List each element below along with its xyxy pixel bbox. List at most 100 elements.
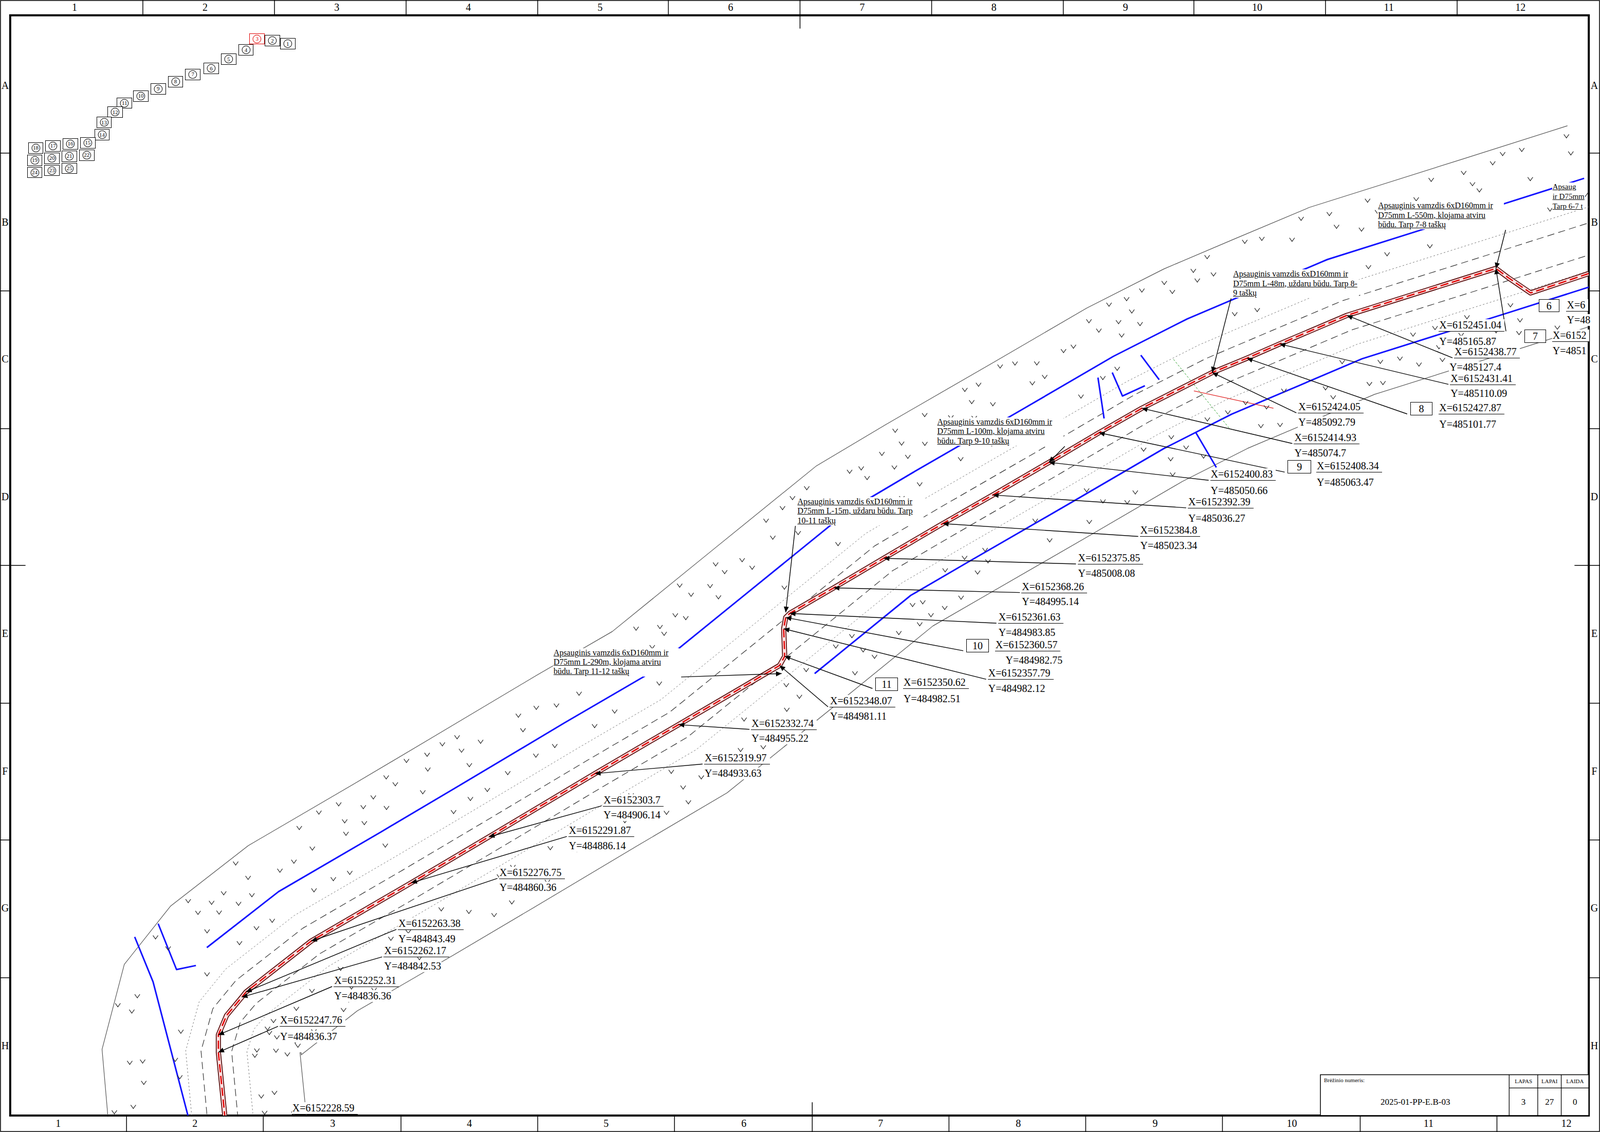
- grid-column-number: 7: [859, 1, 866, 14]
- grid-row-letter: E: [1590, 627, 1598, 640]
- leader-line: [789, 613, 997, 623]
- callout-number: 5: [227, 56, 231, 63]
- route-plan: [102, 125, 1590, 1116]
- grid-column-number: 10: [1251, 1, 1263, 14]
- key-map-box: 3: [249, 33, 265, 45]
- coordinate-label: X=6152360.57: [995, 638, 1061, 652]
- grid-tick: [1574, 564, 1600, 566]
- grid-row-letter: G: [1, 902, 10, 914]
- callout-number: 9: [1296, 461, 1302, 472]
- point-number-box: 7: [1524, 329, 1547, 343]
- key-map-box: 4: [238, 44, 254, 56]
- drawing-number: 2025-01-PP-E.B-03: [1380, 1096, 1451, 1108]
- coordinate-label: Y=484906.14: [602, 808, 661, 821]
- grid-tick: [1193, 0, 1195, 16]
- key-circle: [268, 37, 277, 45]
- callout-number: 20: [49, 155, 55, 161]
- callout-number: 10: [972, 640, 983, 651]
- leader-line: [311, 878, 498, 942]
- coordinate-label: X=6152228.59: [291, 1101, 358, 1115]
- title-caption: Brėžinio numeris:: [1323, 1076, 1366, 1084]
- grid-column-number: 3: [333, 1, 340, 14]
- table-cell: 3: [1520, 1096, 1527, 1108]
- grid-column-number: 1: [71, 1, 78, 14]
- coordinate-label: X=6152252.31: [333, 974, 400, 987]
- grid-column-number: 9: [1151, 1117, 1158, 1130]
- coordinate-label: X=6152350.62: [903, 676, 969, 689]
- leader-line: [681, 673, 782, 677]
- leader-line: [1246, 358, 1408, 414]
- coordinate-label: X=6152247.76: [279, 1014, 346, 1027]
- key-circle: [100, 118, 109, 127]
- coordinate-label: X=6152262.17: [383, 944, 450, 958]
- grid-tick: [1456, 0, 1458, 16]
- key-circle: [171, 77, 180, 86]
- grid-tick: [1588, 428, 1600, 430]
- key-circle: [48, 141, 58, 150]
- leader-line: [784, 656, 873, 689]
- key-circle: [65, 164, 74, 173]
- point-number-box: 9: [1287, 460, 1312, 474]
- grid-tick: [948, 1115, 950, 1132]
- grid-row-letter: E: [1, 627, 9, 640]
- grid-tick: [1588, 839, 1600, 841]
- key-circle: [283, 40, 292, 48]
- key-circle: [252, 34, 262, 43]
- grass-symbols: [111, 134, 1589, 1116]
- leader-line: [1049, 462, 1209, 481]
- key-map-box: 7: [185, 68, 201, 81]
- callout-number: 14: [99, 132, 105, 138]
- pipe-note: Apsauginis vamzdis 6xD160mm ir D75mm L-1…: [797, 497, 924, 526]
- key-map-box: 1: [280, 38, 296, 50]
- grid-column-number: 12: [1560, 1117, 1572, 1130]
- grid-column-number: 2: [201, 1, 209, 14]
- drawing-border: [10, 15, 1589, 1116]
- grid-tick: [1359, 1115, 1362, 1132]
- coordinate-label: Y=485050.66: [1210, 484, 1269, 497]
- leader-line: [785, 617, 964, 651]
- table-rule: [1509, 1087, 1589, 1089]
- leader-line: [833, 587, 1020, 593]
- grid-column-number: 11: [1423, 1117, 1434, 1130]
- table-rule: [1560, 1074, 1562, 1116]
- coordinate-label: Y=484836.37: [279, 1030, 338, 1043]
- grid-row-letter: C: [1, 353, 9, 365]
- leader-line: [1212, 298, 1232, 373]
- callout-number: 11: [881, 678, 892, 690]
- coordinate-label: Y=4851: [1552, 344, 1588, 357]
- road-axis: [200, 219, 1589, 1116]
- coordinate-label: X=6152263.38: [397, 917, 464, 930]
- grid-tick: [0, 702, 11, 704]
- grid-row-letter: H: [1590, 1039, 1599, 1052]
- coordinate-label: X=6152332.74: [750, 717, 817, 730]
- coordinate-label: Y=485008.08: [1077, 567, 1136, 580]
- key-circle: [30, 156, 40, 164]
- grid-column-number: 9: [1122, 1, 1129, 14]
- grid-tick: [1588, 290, 1600, 292]
- table-cell: 27: [1544, 1096, 1555, 1108]
- coordinate-label: Y=485110.09: [1449, 387, 1508, 400]
- coordinate-label: Y=484982.75: [1005, 654, 1064, 667]
- grid-row-letter: H: [1, 1039, 10, 1052]
- callout-number: 21: [66, 153, 72, 159]
- grid-tick: [1325, 0, 1327, 16]
- coordinate-label: X=6152361.63: [998, 611, 1064, 624]
- grid-column-number: 8: [990, 1, 998, 14]
- coordinate-label: X=6152408.34: [1316, 460, 1383, 473]
- grid-column-number: 2: [191, 1117, 198, 1130]
- callout-number: 2: [270, 38, 274, 44]
- callout-number: 7: [191, 71, 195, 78]
- callout-number: 4: [244, 47, 248, 53]
- coordinate-label: Y=484933.63: [704, 767, 763, 780]
- leader-line: [678, 724, 750, 730]
- coordinate-label: Y=48: [1566, 314, 1591, 326]
- cable-route: [218, 268, 1589, 1116]
- coordinate-label: X=6152424.05: [1297, 400, 1364, 414]
- grid-tick: [1588, 977, 1600, 979]
- coordinate-label: X=6152303.7: [602, 794, 664, 807]
- key-circle: [65, 152, 74, 160]
- leader-line: [218, 1025, 279, 1052]
